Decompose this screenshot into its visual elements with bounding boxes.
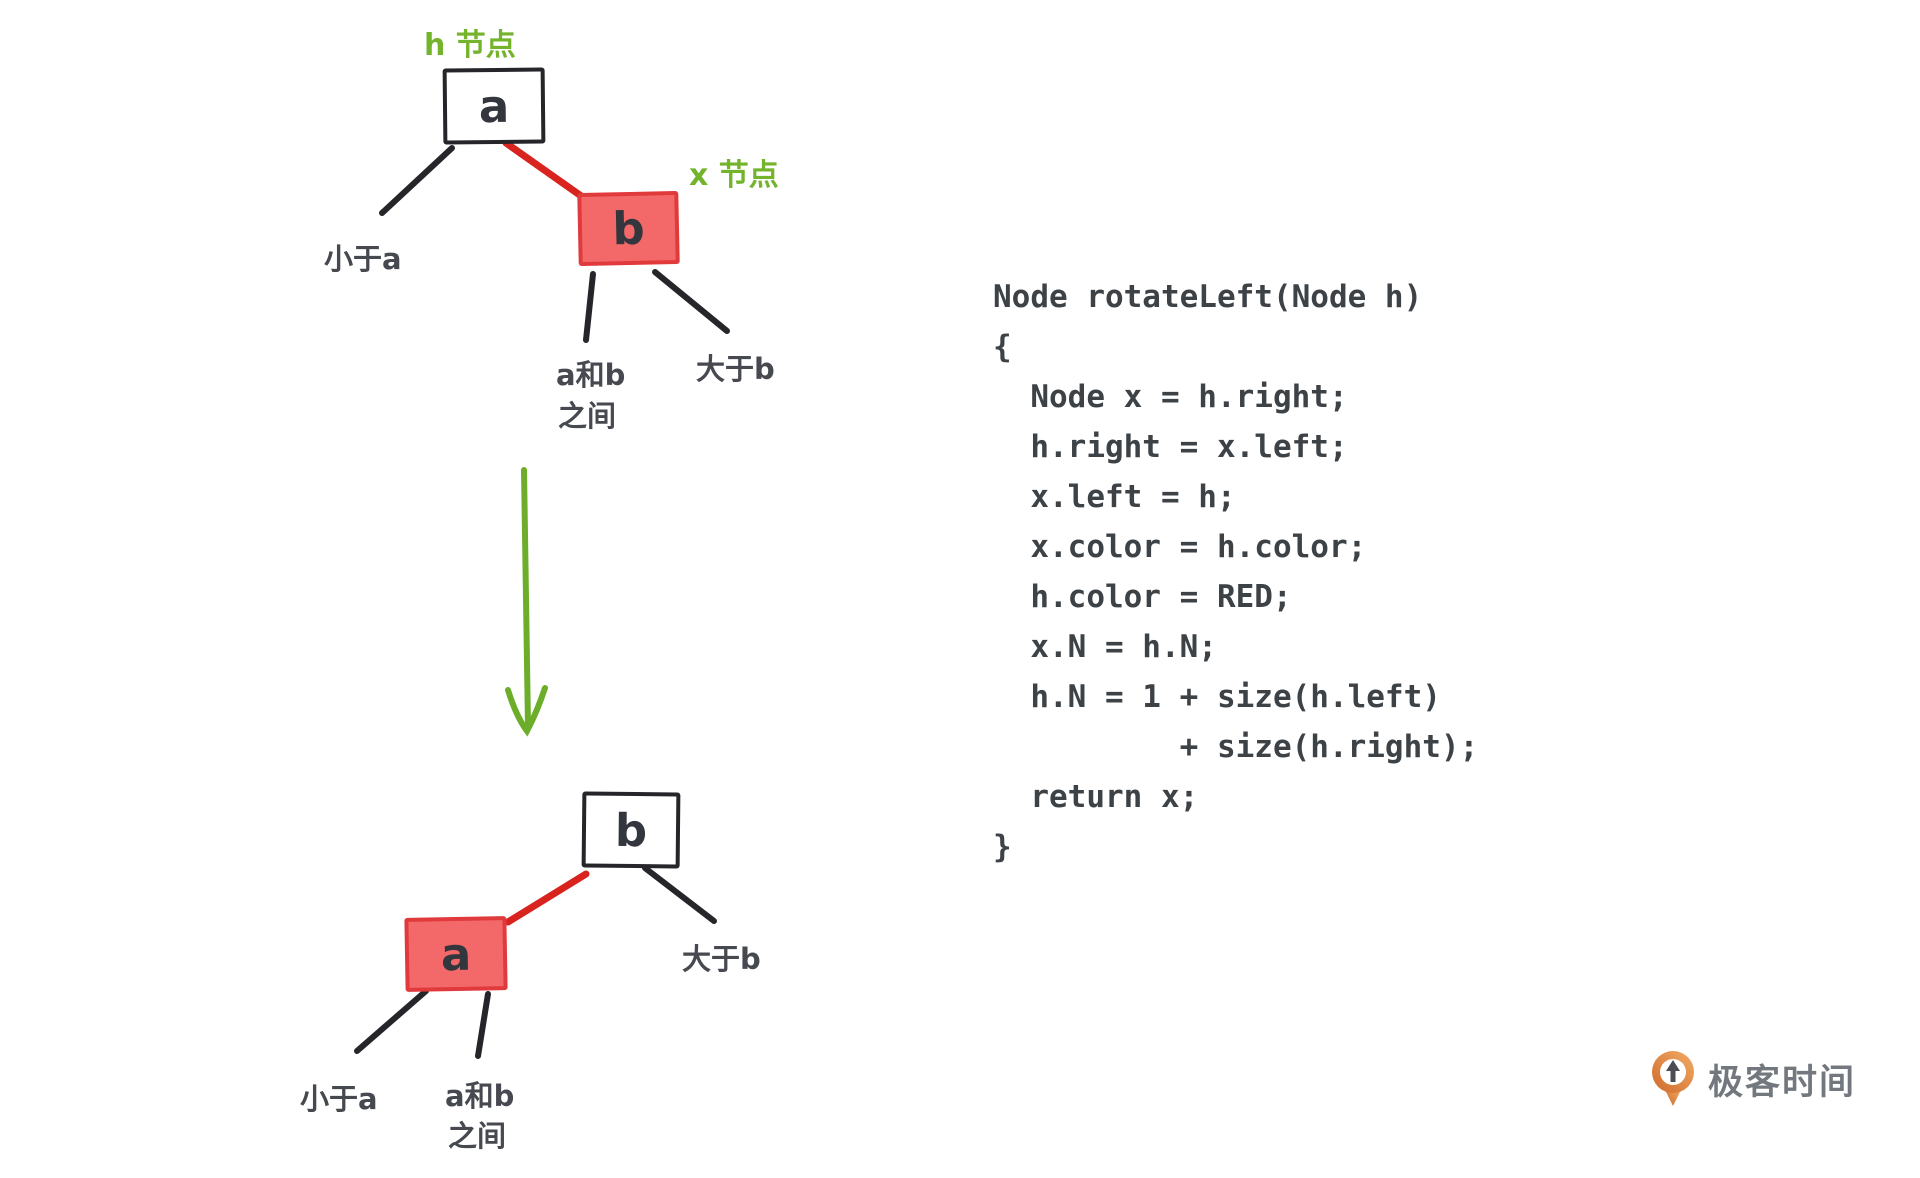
before-edge-a-left (379, 145, 455, 216)
before-label-less-than-a: 小于a (324, 242, 402, 276)
before-node-a-letter: a (478, 79, 510, 133)
before-label-between-line2: 之间 (558, 399, 617, 433)
h-node-label: h 节点 (424, 28, 516, 63)
before-node-a: a (442, 67, 546, 145)
after-label-greater-than-b: 大于b (682, 942, 761, 976)
transition-arrow-head (505, 685, 548, 737)
code-line-open-brace: { (993, 329, 1012, 365)
after-node-b: b (581, 791, 681, 869)
transition-arrow-shaft (521, 467, 531, 730)
code-line-x-color: x.color = h.color; (993, 529, 1367, 565)
after-label-between-line1: a和b (445, 1079, 515, 1113)
code-line-h-color: h.color = RED; (993, 579, 1292, 615)
code-block: Node rotateLeft(Node h) { Node x = h.rig… (993, 272, 1478, 872)
before-node-b-letter: b (611, 201, 646, 256)
code-line-h-n: h.N = 1 + size(h.left) (993, 679, 1441, 715)
before-edge-b-right (652, 269, 730, 334)
before-label-between-line1: a和b (556, 358, 626, 392)
code-line-h-right: h.right = x.left; (993, 429, 1348, 465)
geektime-logo: 极客时间 (1650, 1050, 1856, 1108)
before-edge-a-b-red (502, 139, 588, 202)
after-edge-b-a-red (504, 870, 590, 926)
code-line-return: return x; (993, 779, 1199, 815)
code-line-x-n: x.N = h.N; (993, 629, 1217, 665)
after-edge-a-mid (475, 991, 491, 1059)
after-edge-b-right (642, 865, 717, 924)
geektime-logo-icon (1652, 1051, 1694, 1106)
code-line-x-left: x.left = h; (993, 479, 1236, 515)
code-line-close-brace: } (993, 829, 1012, 865)
before-edge-b-mid (583, 271, 596, 343)
geektime-logo-text: 极客时间 (1708, 1062, 1857, 1103)
code-line-h-n-cont: + size(h.right); (993, 729, 1479, 765)
after-label-between-line2: 之间 (448, 1119, 507, 1153)
before-node-b: b (577, 190, 680, 267)
code-line-signature: Node rotateLeft(Node h) (993, 279, 1423, 315)
after-node-a-letter: a (440, 927, 472, 981)
after-label-less-than-a: 小于a (300, 1082, 378, 1116)
after-node-a: a (404, 916, 508, 992)
code-line-node-x: Node x = h.right; (993, 379, 1348, 415)
x-node-label: x 节点 (689, 158, 779, 193)
after-edge-a-left (354, 988, 429, 1054)
before-label-greater-than-b: 大于b (696, 352, 775, 386)
after-node-b-letter: b (614, 803, 648, 857)
